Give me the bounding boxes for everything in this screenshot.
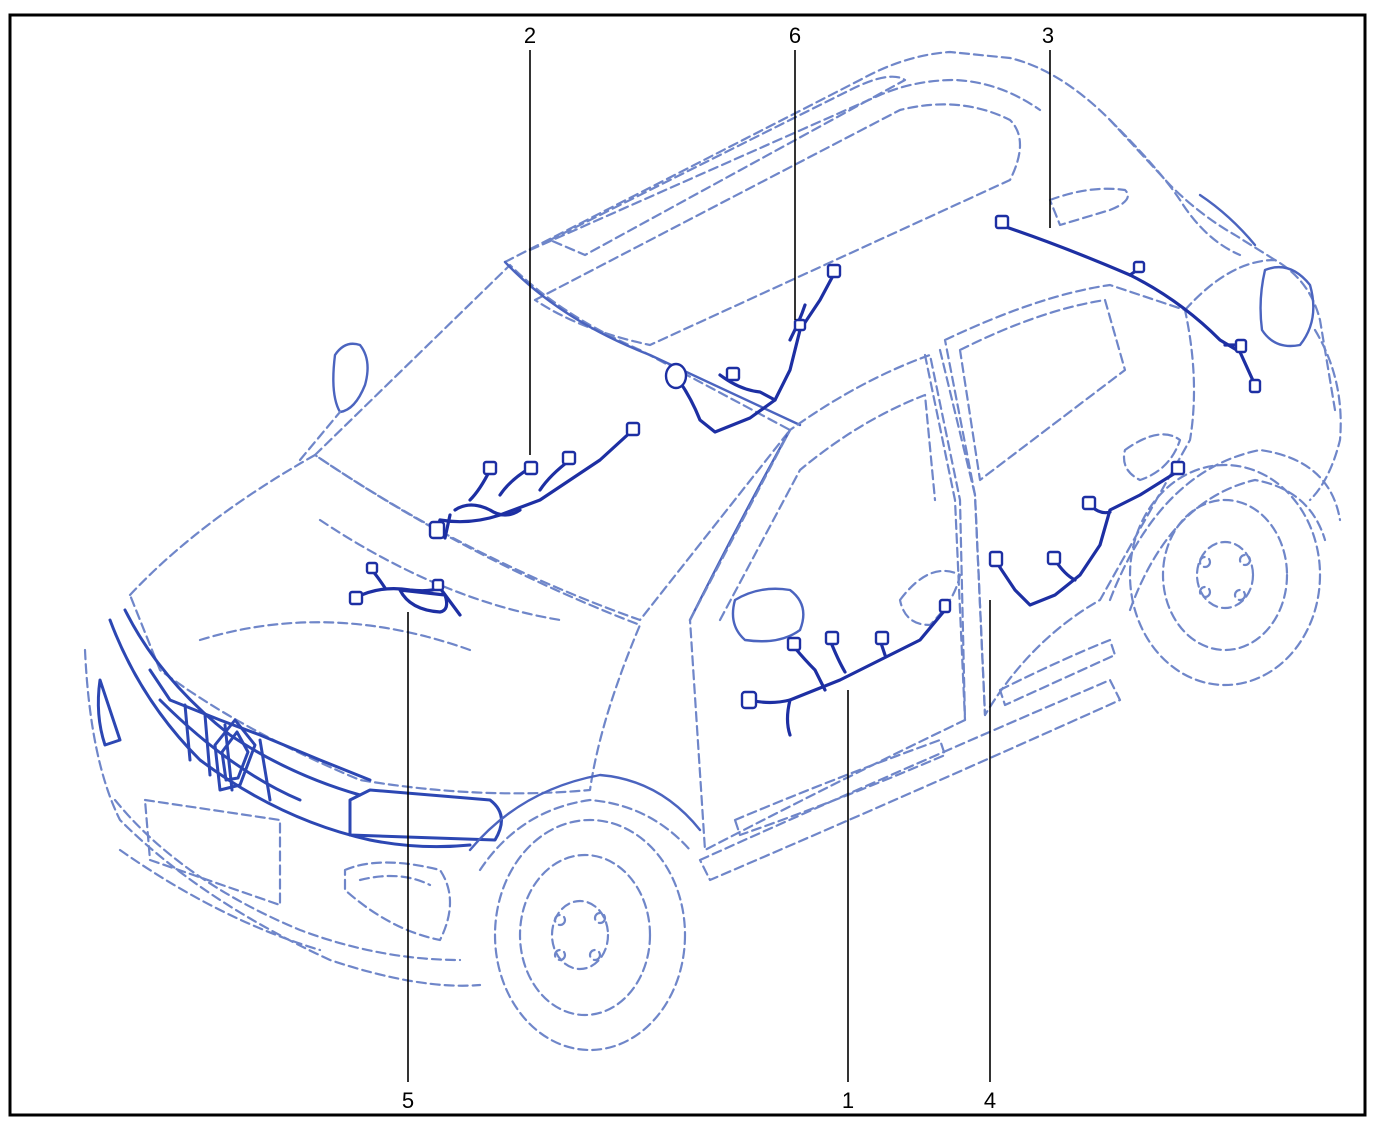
- callout-3: 3: [1042, 23, 1054, 48]
- callout-6: 6: [789, 23, 801, 48]
- callout-1: 1: [842, 1088, 854, 1113]
- diagram-frame: [8, 13, 1367, 1117]
- roof-outline: [503, 50, 1277, 264]
- harness-rear-door: [988, 460, 1186, 607]
- rear-wheel: [1128, 463, 1322, 687]
- harness-dashboard: [428, 421, 641, 540]
- side-sill: [698, 678, 1122, 882]
- rear-lamp: [1259, 265, 1315, 348]
- callout-4: 4: [984, 1088, 996, 1113]
- front-bumper: [83, 648, 482, 987]
- harness-roof: [664, 263, 842, 434]
- right-mirror: [731, 587, 805, 643]
- harness-rear-roof: [994, 214, 1262, 394]
- front-grille: [108, 618, 472, 849]
- harness-engine-bay: [348, 561, 462, 617]
- front-wheel-arch: [478, 798, 692, 872]
- rear-door: [943, 283, 1196, 717]
- vehicle-outline: [83, 50, 1342, 1052]
- hood: [128, 453, 642, 795]
- callout-2: 2: [524, 23, 536, 48]
- front-door: [688, 353, 967, 852]
- right-headlight: [348, 788, 503, 842]
- roof-panel: [533, 103, 1021, 347]
- brand-logo: [213, 718, 257, 792]
- callout-labels: 2 6 3 5 1 4: [402, 23, 1054, 1113]
- front-wheel: [493, 818, 687, 1052]
- harness-front-door: [740, 598, 952, 737]
- callout-5: 5: [402, 1088, 414, 1113]
- left-mirror: [332, 342, 369, 414]
- left-headlight: [96, 678, 122, 747]
- callout-leaders: [407, 50, 1051, 1082]
